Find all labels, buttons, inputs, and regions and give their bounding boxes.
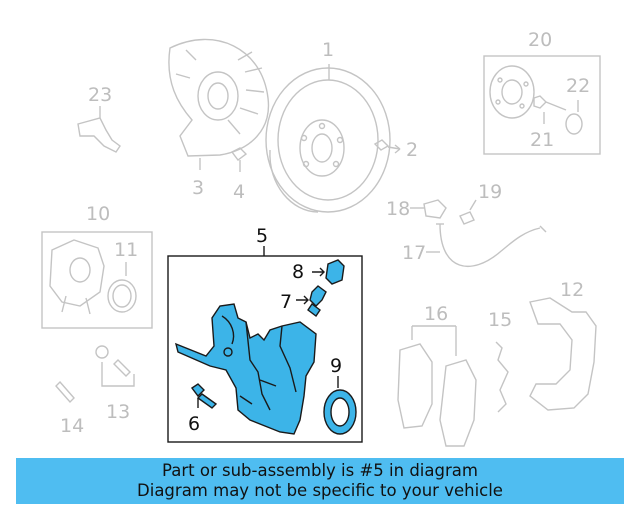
callout-18: 18 bbox=[386, 198, 410, 220]
callout-9: 9 bbox=[330, 355, 342, 377]
callout-16: 16 bbox=[424, 303, 448, 325]
hub-box bbox=[483, 55, 601, 155]
brake-hose-17 bbox=[436, 223, 547, 268]
callout-1: 1 bbox=[322, 39, 334, 61]
callout-4: 4 bbox=[233, 181, 245, 203]
brake-pads bbox=[397, 343, 477, 447]
callout-2: 2 bbox=[406, 139, 418, 161]
callout-11: 11 bbox=[114, 239, 138, 261]
seal-ring-11 bbox=[107, 279, 137, 313]
cap-22 bbox=[565, 113, 583, 135]
caliper-bolt-6 bbox=[190, 383, 218, 409]
caliper-assembly-box bbox=[167, 255, 363, 443]
callout-5: 5 bbox=[256, 225, 268, 247]
leader-13 bbox=[101, 362, 135, 387]
callout-13: 13 bbox=[106, 401, 130, 423]
spring-clip-15 bbox=[495, 341, 509, 413]
brake-rotor bbox=[265, 67, 391, 213]
bleeder-7 bbox=[307, 285, 327, 318]
leader-16 bbox=[411, 325, 457, 356]
dust-boot-9 bbox=[323, 389, 357, 435]
callout-3: 3 bbox=[192, 177, 204, 199]
sensor-23 bbox=[77, 106, 121, 153]
wheel-hub bbox=[489, 65, 535, 119]
callout-23: 23 bbox=[88, 84, 112, 106]
banner-line-2: Diagram may not be specific to your vehi… bbox=[137, 481, 503, 500]
caliper-bracket bbox=[529, 297, 597, 411]
bracket-18 bbox=[423, 199, 447, 219]
info-banner: Part or sub-assembly is #5 in diagram Di… bbox=[16, 458, 624, 504]
bolt-4 bbox=[230, 147, 248, 172]
leader-19 bbox=[469, 199, 477, 211]
bolt-2 bbox=[373, 139, 401, 154]
guide-pin-13 bbox=[95, 345, 131, 377]
splash-shield bbox=[168, 38, 270, 157]
callout-12: 12 bbox=[560, 279, 584, 301]
guide-pin-14 bbox=[55, 380, 75, 404]
banner-line-1: Part or sub-assembly is #5 in diagram bbox=[162, 461, 478, 480]
hub-bolt-21 bbox=[533, 95, 567, 111]
actuator-box bbox=[41, 231, 153, 329]
callout-8: 8 bbox=[292, 261, 304, 283]
leader-7 bbox=[296, 295, 309, 305]
callout-10: 10 bbox=[86, 203, 110, 225]
callout-21: 21 bbox=[530, 129, 554, 151]
callout-17: 17 bbox=[402, 242, 426, 264]
callout-19: 19 bbox=[478, 181, 502, 203]
leader-8 bbox=[312, 267, 325, 277]
clip-19 bbox=[459, 211, 475, 225]
callout-14: 14 bbox=[60, 415, 84, 437]
callout-6: 6 bbox=[188, 413, 200, 435]
callout-7: 7 bbox=[280, 291, 292, 313]
callout-22: 22 bbox=[566, 75, 590, 97]
cap-8 bbox=[325, 259, 345, 285]
callout-15: 15 bbox=[488, 309, 512, 331]
callout-20: 20 bbox=[528, 29, 552, 51]
brake-actuator bbox=[49, 239, 105, 315]
brake-caliper[interactable] bbox=[174, 303, 317, 435]
